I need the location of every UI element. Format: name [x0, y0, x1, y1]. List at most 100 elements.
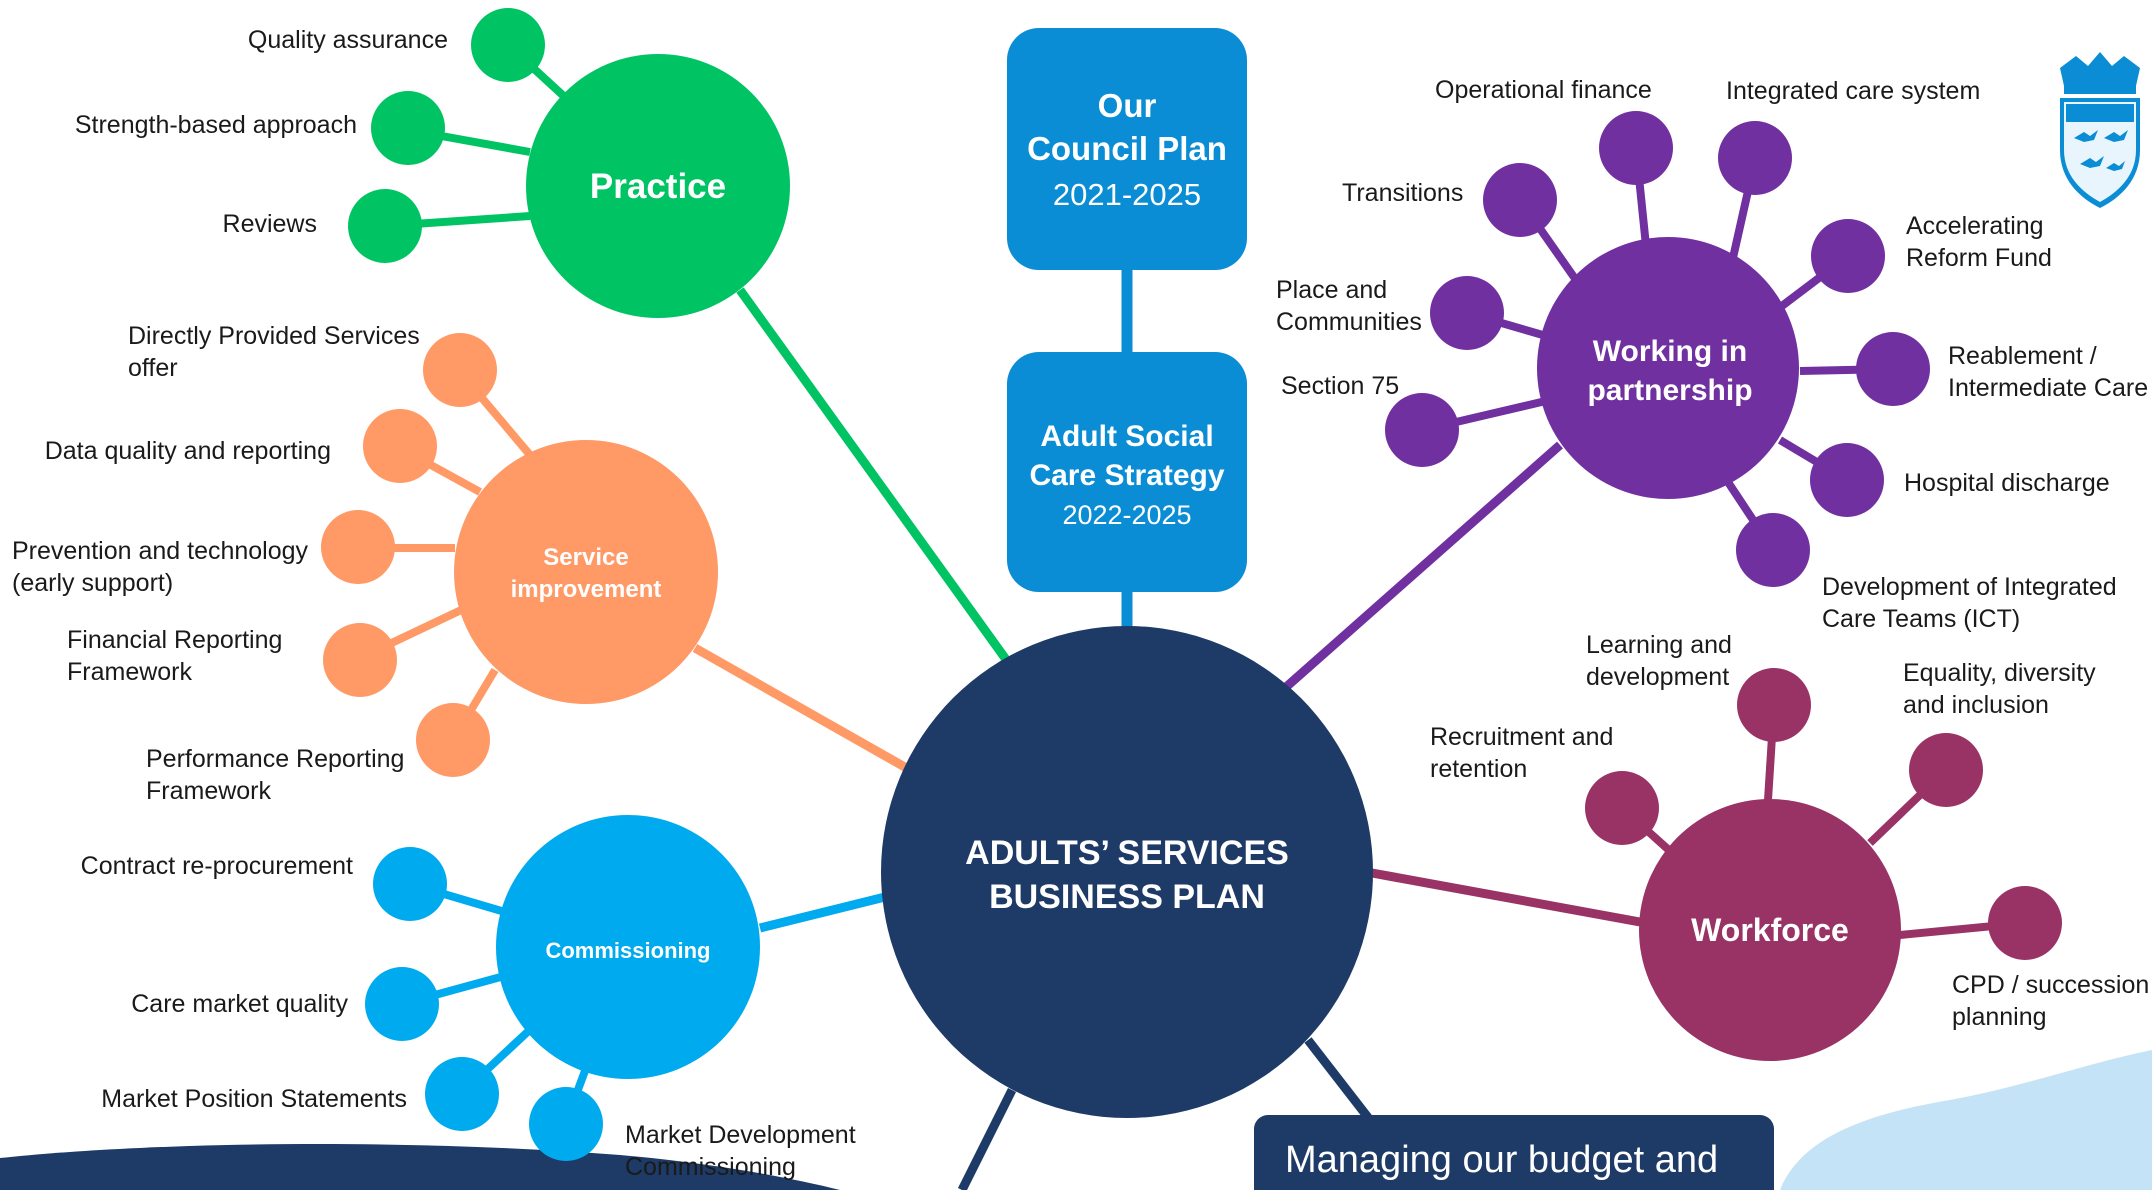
asc-strategy-years: 2022-2025 — [1062, 500, 1191, 530]
council-plan-line1: Our — [1098, 87, 1157, 124]
label-recruitment-2: retention — [1430, 755, 1527, 783]
leaf-quality-assurance — [471, 8, 545, 82]
partnership-hub-line1: Working in — [1593, 335, 1747, 368]
label-operational-finance: Operational finance — [1435, 76, 1652, 104]
leaf-data-quality — [363, 409, 437, 483]
label-equality-diversity: Equality, diversity — [1903, 659, 2096, 687]
council-plan-box — [1007, 28, 1247, 270]
label-performance-reporting: Performance Reporting — [146, 745, 404, 773]
connector-commissioning — [758, 892, 887, 933]
service-improvement-hub-line1: Service — [543, 544, 628, 571]
leaf-place-communities — [1430, 276, 1504, 350]
leaf-strength-based-approach — [371, 91, 445, 165]
council-plan-line2: Council Plan — [1027, 130, 1227, 167]
connector-partnership — [1282, 441, 1563, 692]
label-equality-diversity-2: and inclusion — [1903, 691, 2049, 719]
label-learning-development: Learning and — [1586, 631, 1732, 659]
leaf-market-position — [425, 1057, 499, 1131]
leaf-performance-reporting — [416, 703, 490, 777]
label-prevention-technology: Prevention and technology — [12, 537, 309, 565]
workforce-hub-label: Workforce — [1691, 912, 1849, 948]
label-accelerating-reform-2: Reform Fund — [1906, 244, 2052, 272]
partnership-hub-line2: partnership — [1587, 374, 1752, 407]
commissioning-leaf-circles — [365, 847, 603, 1161]
partnership-hub — [1537, 237, 1799, 499]
central-hub-line2: BUSINESS PLAN — [989, 878, 1265, 916]
label-hospital-discharge: Hospital discharge — [1904, 469, 2110, 497]
budget-box — [1254, 1115, 1774, 1190]
leaf-financial-reporting — [323, 623, 397, 697]
label-ict-2: Care Teams (ICT) — [1822, 605, 2020, 633]
service-improvement-hub — [454, 440, 718, 704]
label-data-quality: Data quality and reporting — [45, 437, 331, 465]
leaf-integrated-care-system — [1718, 121, 1792, 195]
connector-workforce — [1371, 868, 1641, 927]
label-contract-reprocurement: Contract re-procurement — [81, 852, 353, 880]
central-hub-line1: ADULTS’ SERVICES — [965, 834, 1289, 872]
workforce-hub — [1639, 799, 1901, 1061]
service-improvement-leaf-circles — [321, 333, 497, 777]
label-reviews: Reviews — [223, 210, 317, 238]
budget-box-text: Managing our budget and — [1285, 1139, 1718, 1181]
practice-hub-label: Practice — [590, 167, 726, 206]
label-financial-reporting-2: Framework — [67, 658, 193, 686]
label-directly-provided-services-2: offer — [128, 354, 178, 382]
commissioning-hub-label: Commissioning — [545, 938, 710, 963]
council-crest-icon — [2060, 52, 2140, 208]
connector-down-right — [1304, 1037, 1374, 1123]
leaf-prevention-technology — [321, 510, 395, 584]
bottom-left-wave — [0, 1143, 840, 1190]
partnership-leaf-circles — [1385, 111, 1930, 587]
label-performance-reporting-2: Framework — [146, 777, 272, 805]
service-improvement-hub-line2: improvement — [511, 576, 662, 603]
label-strength-based-approach: Strength-based approach — [75, 111, 357, 139]
leaf-reviews — [348, 189, 422, 263]
label-cpd-succession-2: planning — [1952, 1003, 2047, 1031]
leaf-transitions — [1483, 163, 1557, 237]
council-plan-years: 2021-2025 — [1053, 177, 1201, 212]
label-reablement: Reablement / — [1948, 342, 2097, 370]
leaf-operational-finance — [1599, 111, 1673, 185]
label-ict: Development of Integrated — [1822, 573, 2117, 601]
commissioning-hub — [496, 815, 760, 1079]
label-place-communities-2: Communities — [1276, 308, 1422, 336]
leaf-contract-reprocurement — [373, 847, 447, 921]
label-market-position: Market Position Statements — [101, 1085, 407, 1113]
label-accelerating-reform: Accelerating — [1906, 212, 2044, 240]
central-hub — [881, 626, 1373, 1118]
label-section-75: Section 75 — [1281, 372, 1399, 400]
connector-practice — [736, 287, 1014, 668]
label-transitions: Transitions — [1342, 179, 1463, 207]
label-financial-reporting: Financial Reporting — [67, 626, 282, 654]
leaf-reablement — [1856, 332, 1930, 406]
asc-strategy-line2: Care Strategy — [1029, 459, 1224, 492]
leaf-learning-development — [1737, 668, 1811, 742]
leaf-care-market-quality — [365, 967, 439, 1041]
leaf-recruitment — [1585, 771, 1659, 845]
label-care-market-quality: Care market quality — [131, 990, 348, 1018]
leaf-equality-diversity — [1909, 733, 1983, 807]
label-market-development: Market Development — [625, 1121, 856, 1149]
connector-down-left — [957, 1087, 1017, 1190]
label-market-development-2: Commissioning — [625, 1153, 796, 1181]
asc-strategy-box — [1007, 352, 1247, 592]
label-reablement-2: Intermediate Care — [1948, 374, 2148, 402]
leaf-directly-provided-services — [423, 333, 497, 407]
label-cpd-succession: CPD / succession — [1952, 971, 2149, 999]
label-prevention-technology-2: (early support) — [12, 569, 173, 597]
bottom-right-wave — [1780, 1050, 2152, 1190]
label-quality-assurance: Quality assurance — [248, 26, 448, 54]
leaf-hospital-discharge — [1810, 443, 1884, 517]
workforce-leaf-circles — [1585, 668, 2062, 960]
leaf-ict — [1736, 513, 1810, 587]
label-place-communities: Place and — [1276, 276, 1387, 304]
label-directly-provided-services: Directly Provided Services — [128, 322, 420, 350]
leaf-section-75 — [1385, 393, 1459, 467]
practice-leaf-circles — [348, 8, 545, 263]
leaf-accelerating-reform — [1811, 219, 1885, 293]
leaf-market-development — [529, 1087, 603, 1161]
label-recruitment: Recruitment and — [1430, 723, 1613, 751]
label-integrated-care-system: Integrated care system — [1726, 77, 1980, 105]
connector-service-improvement — [692, 644, 913, 774]
